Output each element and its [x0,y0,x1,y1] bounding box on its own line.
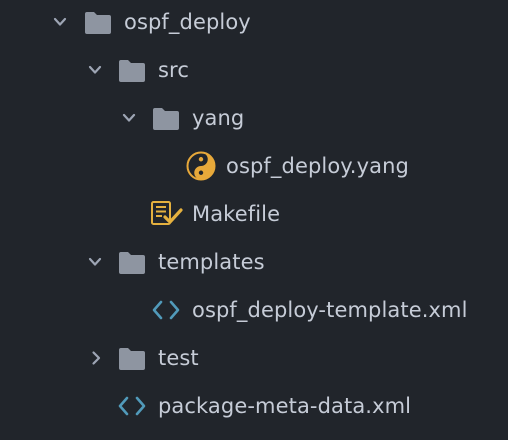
makefile-icon [151,201,183,227]
tree-item-package-meta-data-xml[interactable]: package-meta-data.xml [0,386,508,426]
chevron-down-icon[interactable] [119,108,139,128]
tree-item-label: Makefile [192,202,281,226]
yin-yang-icon [186,151,216,181]
xml-code-icon [151,299,181,321]
folder-icon [118,347,146,371]
tree-item-test[interactable]: test [0,338,508,378]
tree-item-src[interactable]: src [0,50,508,90]
tree-item-label: src [158,58,189,82]
tree-item-templates[interactable]: templates [0,242,508,282]
tree-item-ospf-deploy-yang[interactable]: ospf_deploy.yang [0,146,508,186]
tree-item-label: test [158,346,199,370]
tree-item-ospf-deploy[interactable]: ospf_deploy [0,2,508,42]
folder-icon [118,251,146,275]
chevron-down-icon[interactable] [50,12,70,32]
chevron-down-icon[interactable] [85,252,105,272]
xml-code-icon [117,395,147,417]
tree-item-yang[interactable]: yang [0,98,508,138]
folder-icon [118,59,146,83]
tree-item-label: templates [158,250,265,274]
chevron-right-icon[interactable] [86,348,106,368]
tree-item-label: ospf_deploy [124,10,251,34]
tree-item-ospf-deploy-template-xml[interactable]: ospf_deploy-template.xml [0,290,508,330]
tree-item-label: ospf_deploy-template.xml [192,298,468,322]
tree-item-label: package-meta-data.xml [158,394,412,418]
tree-item-label: ospf_deploy.yang [226,154,409,178]
tree-item-makefile[interactable]: Makefile [0,194,508,234]
tree-item-label: yang [192,106,245,130]
folder-icon [152,107,180,131]
chevron-down-icon[interactable] [85,60,105,80]
folder-icon [84,11,112,35]
